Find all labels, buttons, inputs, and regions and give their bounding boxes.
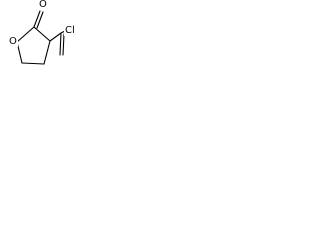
- chemical-structure: O O Cl: [0, 0, 77, 67]
- atom-label-ring-oxygen: O: [8, 36, 18, 47]
- bond-ring-c2-o: [16, 26, 35, 43]
- atom-label-carbonyl-oxygen: O: [38, 0, 48, 10]
- atom-label-chlorine: Cl: [64, 25, 76, 36]
- bond-ring-c3-c2: [33, 26, 51, 42]
- bond-ring-c4-c3: [43, 40, 51, 65]
- bond-carbonyl-co-1: [33, 10, 41, 28]
- bond-carbonyl-co-2: [36, 11, 44, 29]
- bond-acyl-co-2: [62, 33, 65, 56]
- bond-c3-acyl-carbon: [49, 32, 62, 42]
- bond-acyl-co-1: [59, 32, 62, 56]
- bond-ring-c5-c4: [21, 62, 45, 65]
